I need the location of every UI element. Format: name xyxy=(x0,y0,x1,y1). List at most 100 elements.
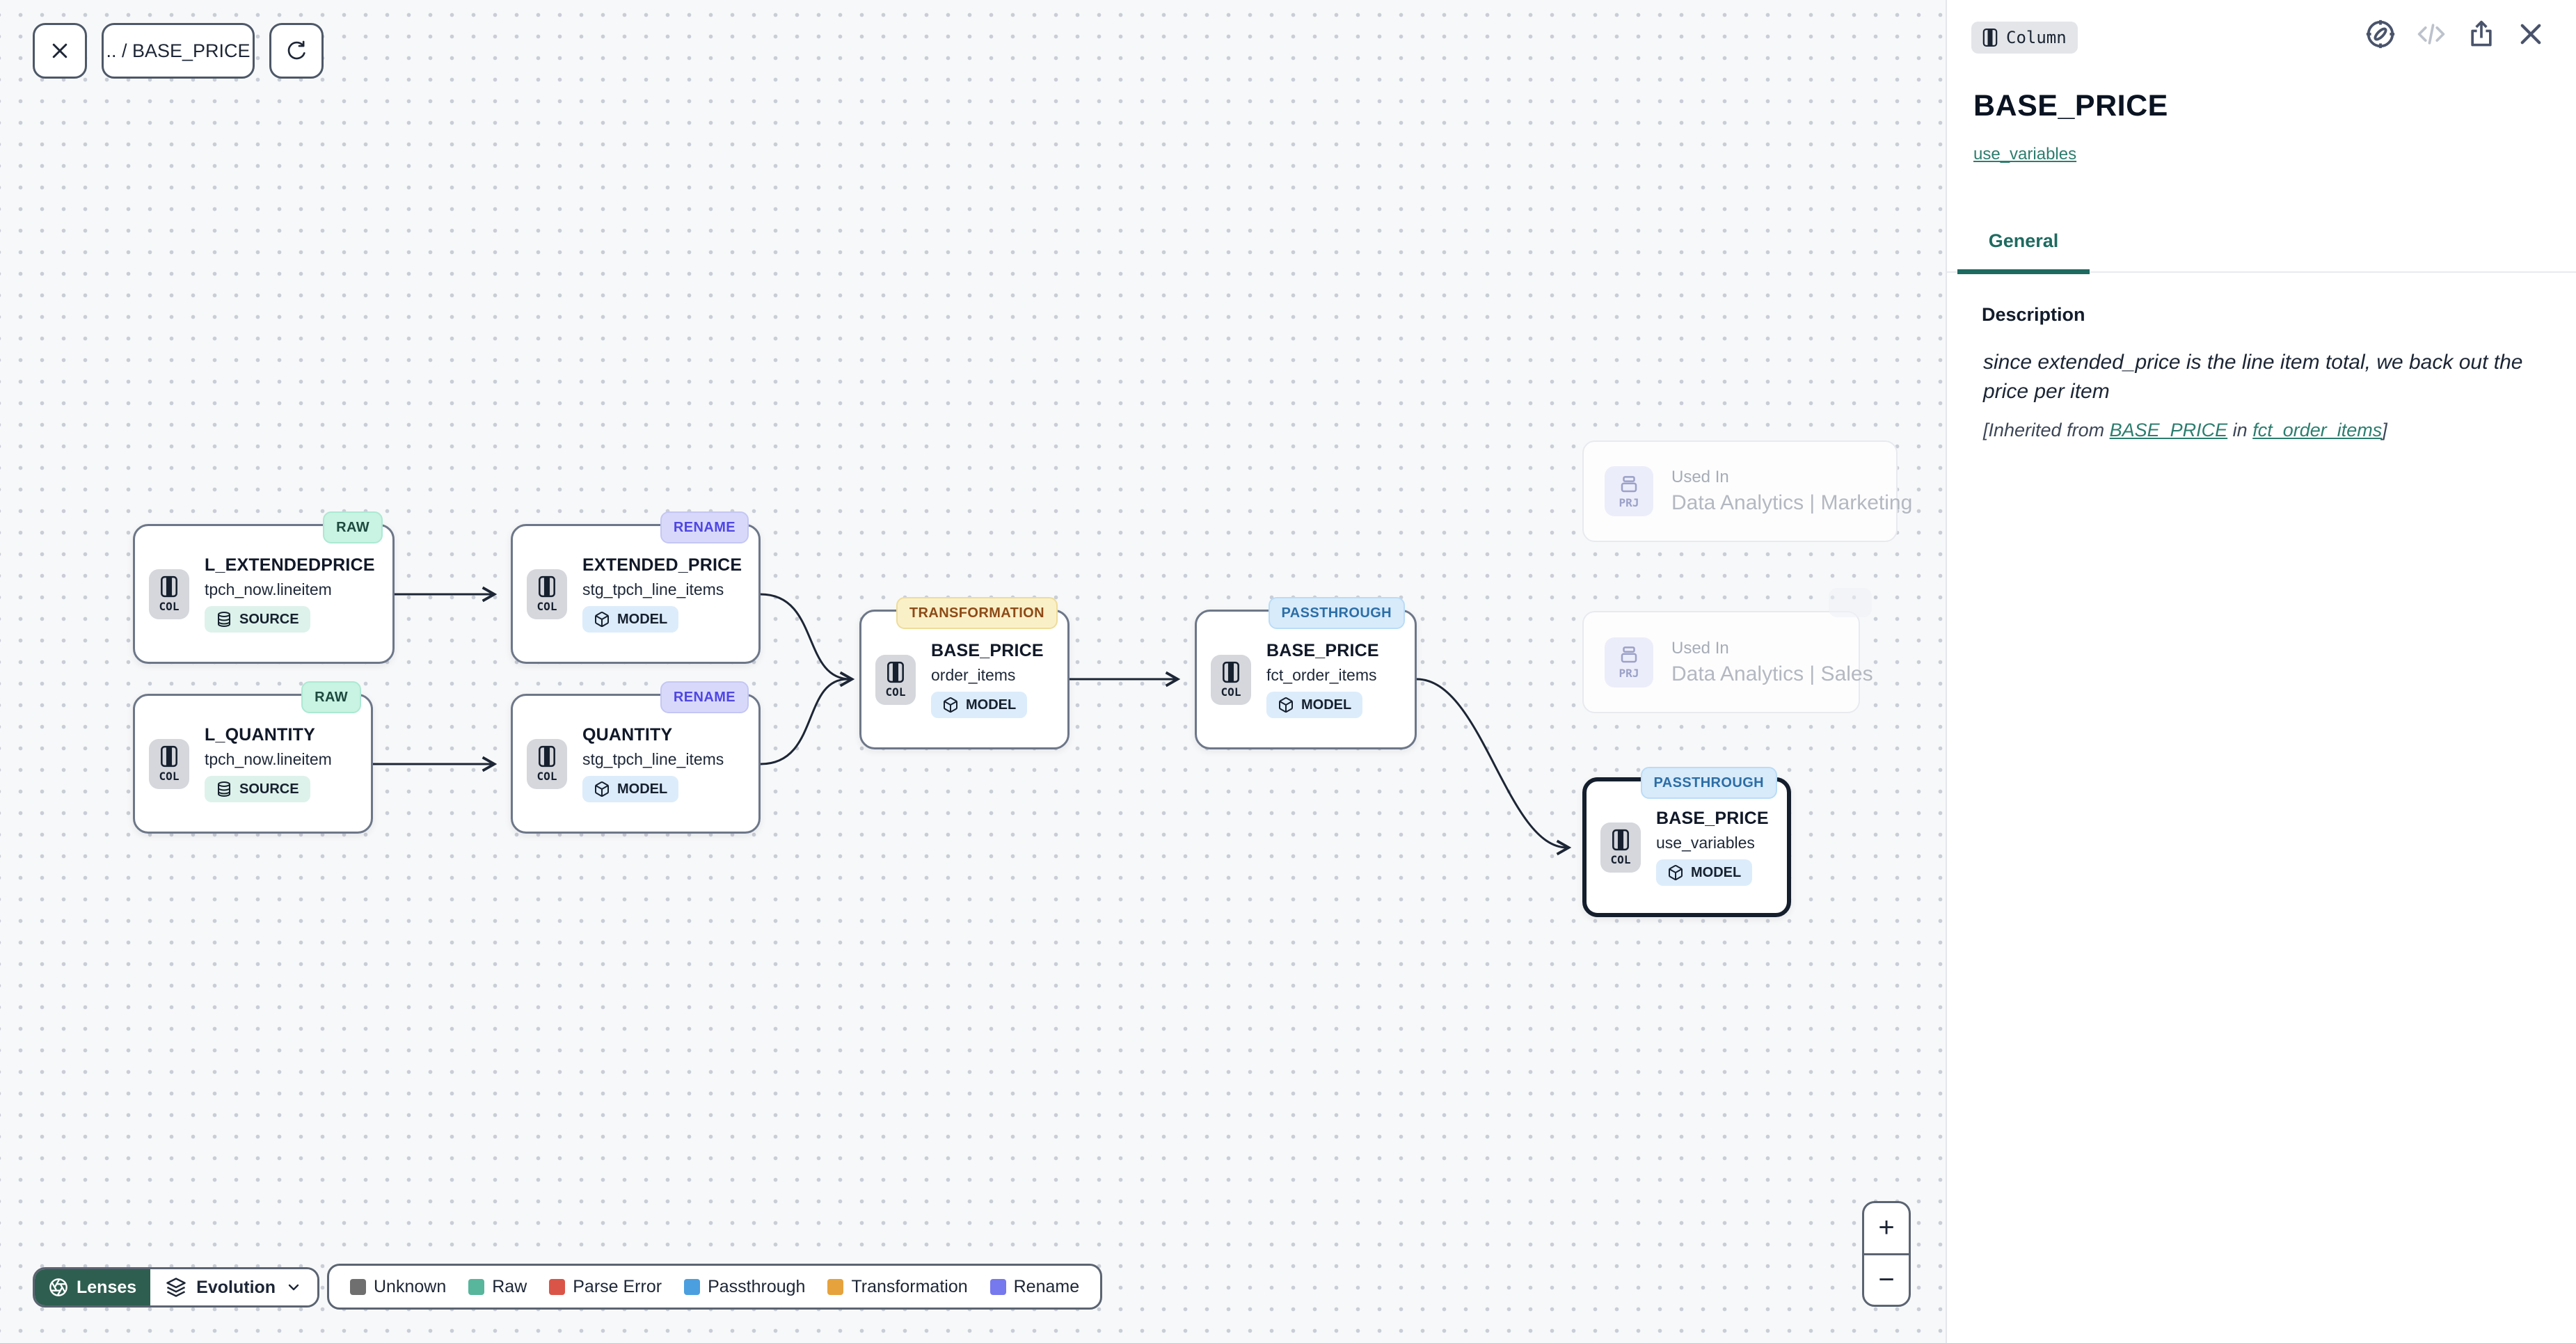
aperture-icon xyxy=(49,1278,68,1297)
node-title: BASE_PRICE xyxy=(931,641,1044,660)
description-inherited: [Inherited from BASE_PRICE in fct_order_… xyxy=(1983,420,2387,440)
cube-icon xyxy=(1278,697,1294,713)
description-body: since extended_price is the line item to… xyxy=(1983,351,2523,403)
lineage-node-base-price-order-items[interactable]: TRANSFORMATION COL BASE_PRICE order_item… xyxy=(859,597,1070,749)
column-kind-badge: COL xyxy=(1600,822,1641,873)
breadcrumb[interactable]: .. / BASE_PRICE xyxy=(102,23,255,79)
lenses-button[interactable]: Lenses xyxy=(35,1269,151,1305)
cube-icon xyxy=(1667,864,1684,881)
legend-swatch xyxy=(684,1278,701,1295)
evolution-tag-raw: RAW xyxy=(323,511,383,543)
node-title: EXTENDED_PRICE xyxy=(582,555,742,575)
cube-icon xyxy=(594,611,610,628)
evolution-tag-transformation: TRANSFORMATION xyxy=(896,597,1058,629)
legend-item-unknown: Unknown xyxy=(350,1277,446,1297)
evolution-tag-raw: RAW xyxy=(301,681,361,713)
used-in-label: Used In xyxy=(1671,638,1729,658)
entity-type-badge: Column xyxy=(1971,22,2078,54)
model-link[interactable]: use_variables xyxy=(1973,145,2077,164)
column-icon xyxy=(160,745,178,768)
database-icon xyxy=(216,611,232,628)
evolution-tag-passthrough: PASSTHROUGH xyxy=(1268,597,1405,629)
node-title: L_QUANTITY xyxy=(205,725,315,745)
inherited-column-link[interactable]: BASE_PRICE xyxy=(2109,420,2228,440)
panel-tabs: General xyxy=(1947,209,2576,274)
column-icon xyxy=(160,575,178,598)
layers-icon xyxy=(166,1277,186,1298)
share-icon xyxy=(2466,19,2497,49)
close-lineage-button[interactable] xyxy=(33,23,87,79)
used-in-project: Data Analytics | Marketing xyxy=(1671,491,1913,514)
node-subtitle: fct_order_items xyxy=(1266,666,1377,684)
lineage-node-base-price-use-variables-selected[interactable]: PASSTHROUGH COL BASE_PRICE use_variables… xyxy=(1582,767,1791,917)
model-badge: MODEL xyxy=(931,692,1028,718)
lineage-node-base-price-fct-order-items[interactable]: PASSTHROUGH COL BASE_PRICE fct_order_ite… xyxy=(1195,597,1417,749)
legend-swatch xyxy=(989,1278,1006,1295)
model-badge: MODEL xyxy=(582,776,679,802)
node-subtitle: tpch_now.lineitem xyxy=(205,750,332,768)
column-kind-badge: COL xyxy=(527,569,567,619)
code-icon xyxy=(2416,19,2447,49)
close-icon xyxy=(49,40,70,61)
used-in-card[interactable]: PRJ Used In Data Analytics | Sales xyxy=(1582,611,1873,713)
source-badge: SOURCE xyxy=(205,776,310,802)
page-title: BASE_PRICE xyxy=(1973,89,2168,122)
project-icon xyxy=(1619,474,1639,495)
lineage-node-l-quantity[interactable]: RAW COL L_QUANTITY tpch_now.lineitem SOU… xyxy=(133,681,373,834)
evolution-tag-passthrough: PASSTHROUGH xyxy=(1640,767,1777,799)
database-icon xyxy=(216,781,232,797)
code-button[interactable] xyxy=(2416,19,2447,49)
used-in-project: Data Analytics | Sales xyxy=(1671,662,1873,685)
column-icon xyxy=(538,575,556,598)
column-kind-badge: COL xyxy=(875,654,916,705)
used-in-label: Used In xyxy=(1671,468,1729,486)
legend-item-transformation: Transformation xyxy=(827,1277,968,1297)
details-panel: Column BASE_PRICE use_variables General … xyxy=(1946,0,2576,1343)
column-kind-badge: COL xyxy=(1211,654,1251,705)
model-badge: MODEL xyxy=(582,606,679,633)
node-subtitle: stg_tpch_line_items xyxy=(582,580,724,598)
node-title: BASE_PRICE xyxy=(1656,809,1769,828)
lineage-node-extended-price[interactable]: RENAME COL EXTENDED_PRICE stg_tpch_line_… xyxy=(511,511,761,664)
close-icon xyxy=(2516,19,2545,49)
inherited-model-link[interactable]: fct_order_items xyxy=(2252,420,2383,440)
zoom-controls: + − xyxy=(1862,1201,1911,1307)
model-badge: MODEL xyxy=(1656,859,1753,886)
zoom-out-button[interactable]: − xyxy=(1864,1253,1909,1305)
column-icon xyxy=(538,745,556,768)
column-icon xyxy=(887,661,905,683)
breadcrumb-label: .. / BASE_PRICE xyxy=(106,40,251,61)
share-button[interactable] xyxy=(2466,19,2497,49)
legend-item-parse-error: Parse Error xyxy=(549,1277,662,1297)
lenses-control: Lenses Evolution xyxy=(33,1267,320,1308)
lineage-node-quantity[interactable]: RENAME COL QUANTITY stg_tpch_line_items … xyxy=(511,681,761,834)
node-subtitle: order_items xyxy=(931,666,1016,684)
column-kind-badge: COL xyxy=(149,569,189,619)
tab-general[interactable]: General xyxy=(1988,230,2059,251)
model-badge: MODEL xyxy=(1266,692,1363,718)
cube-icon xyxy=(594,781,610,797)
faded-tag xyxy=(1829,588,1872,617)
evolution-dropdown[interactable]: Evolution xyxy=(150,1269,318,1305)
column-icon xyxy=(1222,661,1240,683)
compass-icon xyxy=(2364,18,2396,50)
column-icon xyxy=(1612,829,1630,851)
compass-button[interactable] xyxy=(2364,18,2396,50)
zoom-in-button[interactable]: + xyxy=(1878,1212,1895,1243)
node-subtitle: stg_tpch_line_items xyxy=(582,750,724,768)
evolution-tag-rename: RENAME xyxy=(660,681,749,713)
refresh-icon xyxy=(285,40,308,62)
legend-item-passthrough: Passthrough xyxy=(684,1277,805,1297)
legend-swatch xyxy=(468,1278,485,1295)
legend-swatch xyxy=(549,1278,566,1295)
node-subtitle: tpch_now.lineitem xyxy=(205,580,332,598)
legend-swatch xyxy=(350,1278,366,1295)
node-title: BASE_PRICE xyxy=(1266,641,1379,660)
evolution-legend: Unknown Raw Parse Error Passthrough Tran… xyxy=(327,1264,1103,1310)
close-panel-button[interactable] xyxy=(2516,19,2545,49)
used-in-card[interactable]: PRJ Used In Data Analytics | Marketing xyxy=(1582,440,1912,542)
lineage-node-l-extendedprice[interactable]: RAW COL L_EXTENDEDPRICE tpch_now.lineite… xyxy=(133,511,395,664)
legend-swatch xyxy=(827,1278,844,1295)
refresh-button[interactable] xyxy=(269,23,324,79)
